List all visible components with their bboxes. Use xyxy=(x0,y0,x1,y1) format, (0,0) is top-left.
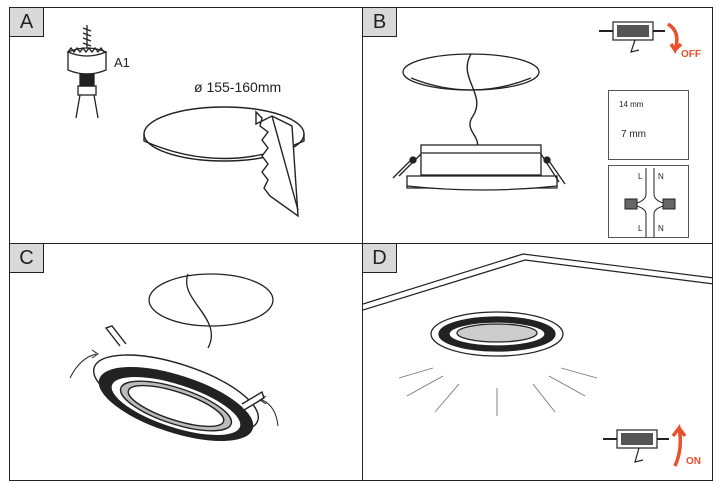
switch-off-icon xyxy=(599,21,683,54)
diameter-label: ø 155-160mm xyxy=(194,79,282,95)
strip-short-label: 14 mm xyxy=(619,100,644,109)
installed-downlight-icon xyxy=(430,311,564,357)
panel-b: B xyxy=(362,7,713,244)
installed-light-illustration xyxy=(363,253,712,467)
strip-long-label: 7 mm xyxy=(621,129,646,140)
live-label-bottom: L xyxy=(638,224,643,233)
light-rays-icon xyxy=(398,367,598,416)
panel-d-tag: D xyxy=(363,244,397,273)
panel-c: C xyxy=(9,243,363,481)
insert-fixture-illustration xyxy=(69,273,279,442)
hole-saw-icon xyxy=(66,25,108,119)
live-label-top: L xyxy=(638,172,643,181)
saw-icon xyxy=(255,110,299,218)
panel-a: A A1 ø 155- xyxy=(9,7,363,244)
neutral-label-bottom: N xyxy=(658,224,664,233)
tool-label: A1 xyxy=(114,55,130,70)
strip-inset: 14 mm 7 mm xyxy=(608,90,689,160)
cutting-hole-illustration xyxy=(66,25,305,218)
rotate-arrow-left-icon xyxy=(69,349,99,379)
connector-wires-icon xyxy=(624,168,676,237)
panel-c-tag: C xyxy=(10,244,44,273)
panel-b-tag: B xyxy=(363,8,397,37)
panel-a-tag: A xyxy=(10,8,44,37)
ceiling-hole-icon xyxy=(148,273,274,327)
cable-icon xyxy=(185,273,212,349)
connector-inset: L N L N xyxy=(608,165,689,238)
fixture-icon xyxy=(92,325,265,442)
power-on-label: ON xyxy=(686,456,701,467)
panel-d: D xyxy=(362,243,713,481)
ceiling-plane-icon xyxy=(363,253,712,311)
downlight-icon xyxy=(392,144,566,191)
neutral-label-top: N xyxy=(658,172,664,181)
rotate-arrow-right-icon xyxy=(259,395,279,427)
switch-on-icon xyxy=(603,423,687,467)
cable-icon xyxy=(466,53,479,149)
power-off-label: OFF xyxy=(681,49,701,60)
